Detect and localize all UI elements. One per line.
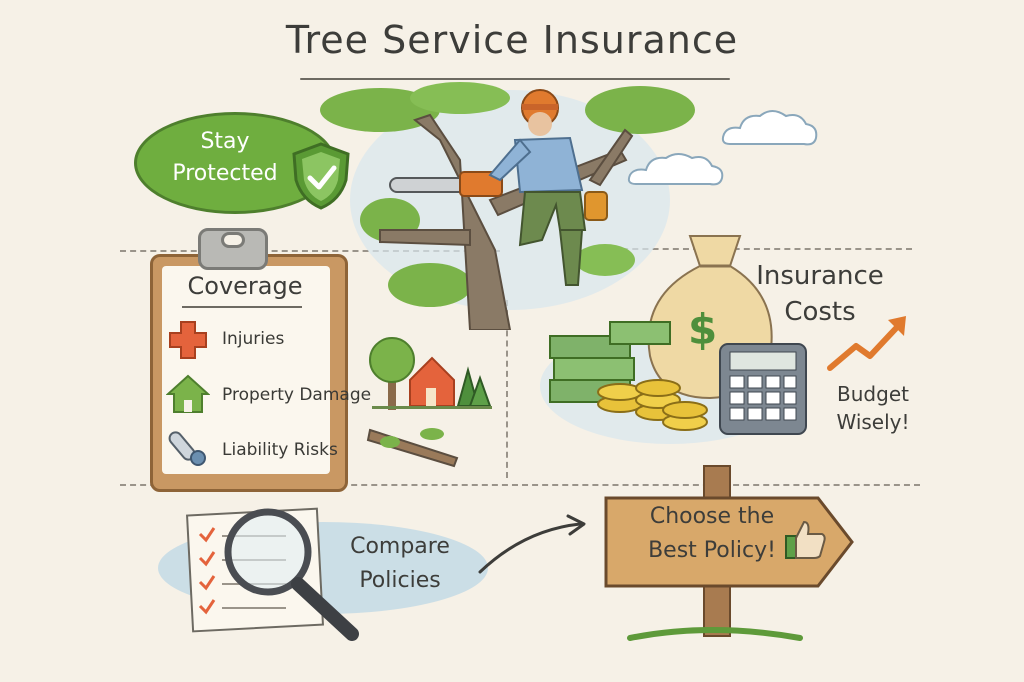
sign-line-2: Best Policy! <box>648 538 776 563</box>
house-trees-illustration <box>366 337 492 468</box>
money-calculator-illustration: $ <box>540 235 807 444</box>
title-underline <box>300 78 730 80</box>
coverage-item-property-damage: Property Damage <box>222 385 372 405</box>
costs-line-1: Insurance <box>756 261 884 291</box>
cloud-icon <box>627 153 724 186</box>
cloud-icon <box>721 110 818 146</box>
coverage-item-liability-risks: Liability Risks <box>222 440 338 460</box>
choose-best-policy-sign: Choose the Best Policy! <box>612 500 812 568</box>
shield-check-icon <box>292 142 350 210</box>
costs-line-2: Costs <box>784 297 856 327</box>
sign-line-1: Choose the <box>649 504 775 529</box>
compare-policies-label: Compare Policies <box>330 530 470 598</box>
budget-line-2: Wisely! <box>836 410 910 434</box>
divider-vertical <box>506 300 508 478</box>
trend-up-arrow-icon <box>827 316 906 371</box>
signpost-illustration <box>604 465 854 641</box>
coverage-underline <box>182 306 302 308</box>
curved-arrow-icon <box>478 514 586 574</box>
house-icon <box>166 374 210 413</box>
divider-bottom <box>120 484 920 486</box>
arborist-tree-illustration <box>320 82 695 330</box>
budget-wisely-label: Budget Wisely! <box>818 380 928 436</box>
svg-text:$: $ <box>688 305 717 354</box>
medical-cross-icon <box>169 321 207 359</box>
clipboard-clip-hole <box>221 232 245 248</box>
budget-line-1: Budget <box>837 382 909 406</box>
stay-protected-label: Stay Protected <box>150 126 300 190</box>
divider-top-left <box>120 250 500 252</box>
magnifying-glass-icon <box>224 508 359 641</box>
compare-line-2: Policies <box>359 568 441 593</box>
insurance-costs-label: Insurance Costs <box>740 258 900 330</box>
compare-line-1: Compare <box>350 534 450 559</box>
clipboard-paper <box>162 266 330 474</box>
thumbs-up-icon <box>785 520 826 559</box>
coverage-title: Coverage <box>187 272 303 300</box>
divider-top-right <box>612 248 912 250</box>
coverage-item-injuries: Injuries <box>222 329 285 349</box>
badge-line-2: Protected <box>172 161 278 186</box>
page-title: Tree Service Insurance <box>285 18 739 62</box>
badge-line-1: Stay <box>200 129 250 154</box>
thermometer-icon <box>168 431 206 466</box>
